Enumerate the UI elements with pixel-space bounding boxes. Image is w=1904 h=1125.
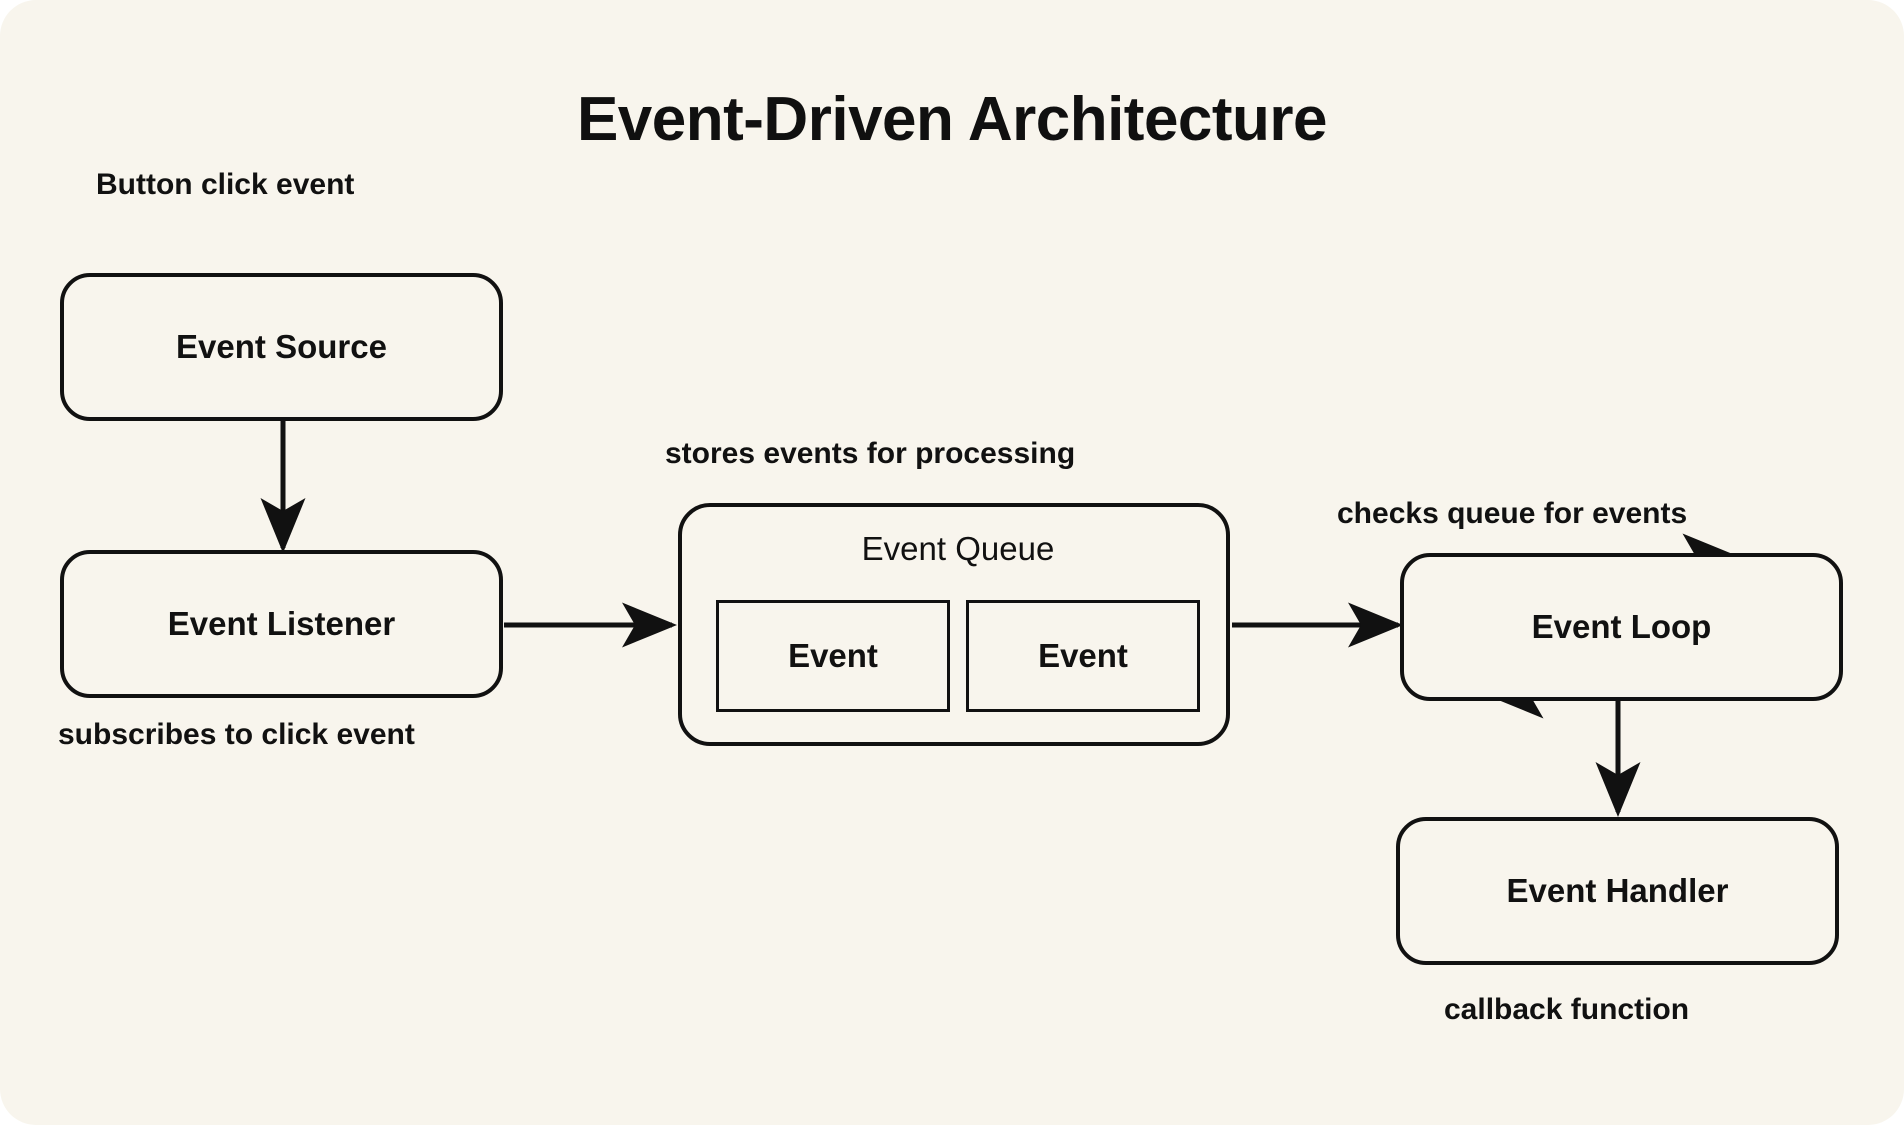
node-event-loop[interactable]: Event Loop [1400,553,1843,701]
caption-button-click-event: Button click event [96,168,355,201]
node-event-handler-label: Event Handler [1506,872,1729,909]
node-event-handler[interactable]: Event Handler [1396,817,1839,965]
node-event-listener-label: Event Listener [167,605,396,642]
page-title: Event-Driven Architecture [576,85,1328,154]
event-queue-slots: Event Event [716,600,1200,712]
queue-item-label: Event [1038,637,1128,674]
node-event-listener[interactable]: Event Listener [60,550,503,698]
queue-item[interactable]: Event [716,600,950,712]
caption-stores-events-for-processing: stores events for processing [665,437,1076,470]
node-event-queue[interactable]: Event Queue Event Event [678,503,1230,746]
queue-item-label: Event [788,637,878,674]
node-event-source[interactable]: Event Source [60,273,503,421]
queue-item[interactable]: Event [966,600,1200,712]
node-event-queue-label: Event Queue [861,530,1055,567]
caption-subscribes-to-click-event: subscribes to click event [58,718,415,751]
node-event-source-label: Event Source [176,328,387,365]
node-event-loop-label: Event Loop [1531,608,1712,645]
caption-checks-queue-for-events: checks queue for events [1337,497,1688,530]
caption-callback-function: callback function [1444,993,1690,1026]
